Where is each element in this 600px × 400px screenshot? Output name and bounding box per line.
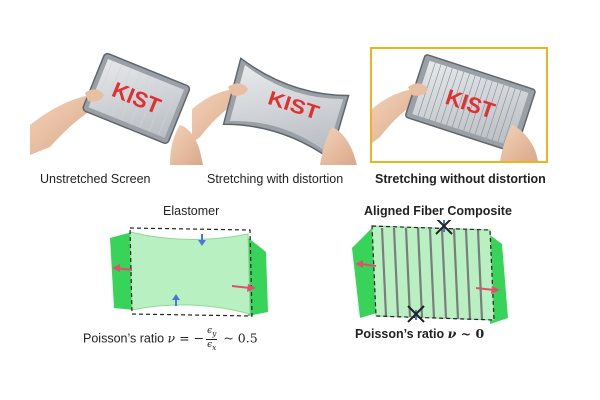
caption-stretching-distortion: Stretching with distortion bbox=[207, 172, 344, 186]
epsilon-den: ϵ bbox=[207, 339, 213, 350]
nu-symbol: ν bbox=[447, 326, 457, 341]
undistorted-screen-illustration: KIST bbox=[372, 54, 538, 161]
sub-y: y bbox=[212, 328, 217, 338]
fiber-composite-title: Aligned Fiber Composite bbox=[364, 204, 512, 218]
epsilon-num: ϵ bbox=[207, 326, 213, 336]
stretch-arrow-left bbox=[355, 260, 377, 268]
panel-unstretched: KIST bbox=[30, 47, 203, 165]
fiber-composite-diagram bbox=[352, 220, 508, 324]
approx-value: ~ 0 bbox=[456, 326, 485, 341]
poisson-label: Poisson’s ratio bbox=[83, 331, 168, 346]
sub-x: x bbox=[212, 342, 217, 352]
panel-stretching-distortion: KIST bbox=[192, 47, 362, 165]
stretch-arrow-right bbox=[231, 284, 256, 292]
equals-minus: = − bbox=[175, 330, 205, 346]
poisson-label: Poisson’s ratio bbox=[355, 327, 448, 341]
elastomer-diagram bbox=[110, 227, 268, 317]
blocked-arrow-top bbox=[435, 220, 453, 235]
original-outline bbox=[371, 225, 495, 321]
stretch-arrow-left bbox=[112, 264, 133, 272]
distorted-screen-illustration: KIST bbox=[192, 57, 357, 165]
blocked-arrow-bottom bbox=[407, 305, 425, 323]
caption-unstretched: Unstretched Screen bbox=[40, 172, 151, 186]
caption-stretching-no-distortion: Stretching without distortion bbox=[375, 172, 546, 186]
approx-value: ~ 0.5 bbox=[219, 330, 258, 346]
nu-symbol: ν bbox=[167, 330, 176, 346]
contract-arrow-top bbox=[198, 234, 206, 246]
contract-arrow-bottom bbox=[172, 294, 180, 306]
left-clamp bbox=[110, 232, 134, 310]
elastomer-title: Elastomer bbox=[163, 204, 220, 218]
unstretched-screen-illustration: KIST bbox=[30, 52, 203, 165]
right-clamp bbox=[246, 236, 268, 316]
poisson-ratio-fiber: Poisson’s ratio ν ~ 0 bbox=[355, 326, 484, 341]
aligned-fibers bbox=[380, 227, 484, 321]
original-outline bbox=[129, 227, 253, 317]
stretch-arrow-right bbox=[475, 286, 500, 294]
panel-stretching-no-distortion: KIST bbox=[370, 47, 548, 163]
